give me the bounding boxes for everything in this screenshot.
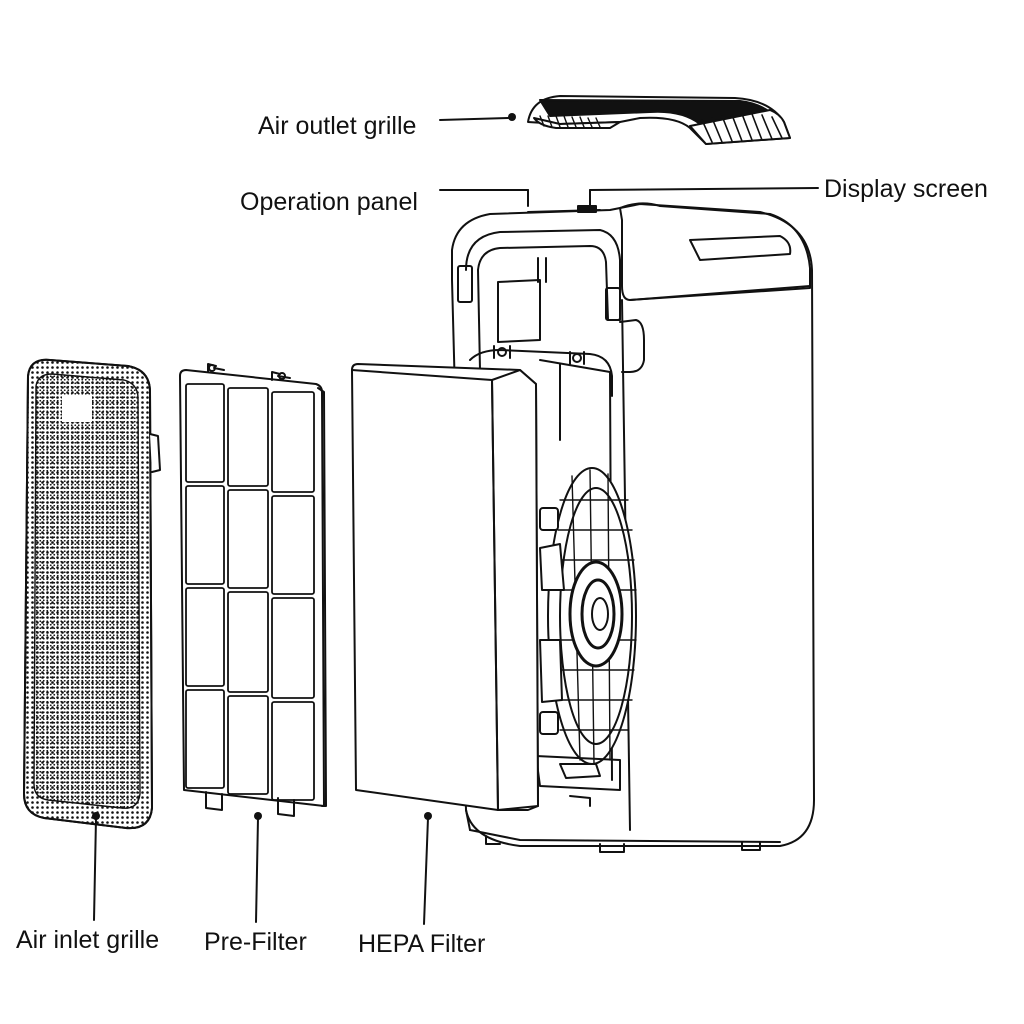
- hepa-filter-label: HEPA Filter: [358, 930, 486, 958]
- display-screen-label: Display screen: [824, 175, 988, 203]
- air-inlet-grille-part: [23, 358, 161, 830]
- air-outlet-grille-label: Air outlet grille: [258, 112, 417, 140]
- fan-part: [535, 467, 637, 807]
- hepa-filter-part: [351, 363, 539, 811]
- operation-panel-label: Operation panel: [240, 188, 418, 216]
- pre-filter-part: [179, 363, 327, 817]
- pre-filter-label: Pre-Filter: [204, 928, 307, 956]
- air-inlet-grille-label: Air inlet grille: [16, 926, 160, 954]
- leader-lines: [93, 117, 819, 925]
- air-outlet-grille-part: [527, 95, 791, 145]
